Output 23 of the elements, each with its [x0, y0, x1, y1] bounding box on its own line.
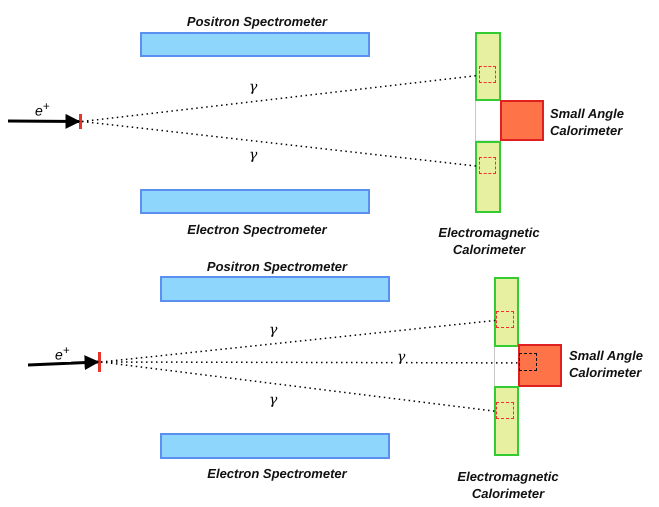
- component-label: Electromagnetic Calorimeter: [437, 224, 541, 258]
- component-label: Small Angle Calorimeter: [550, 105, 625, 139]
- target-foil: [79, 114, 82, 129]
- component-label: Electromagnetic Calorimeter: [456, 468, 560, 502]
- component-label: Positron Spectrometer: [206, 258, 349, 275]
- photon-track: [100, 361, 496, 412]
- energy-cluster: [479, 66, 496, 83]
- energy-cluster: [519, 353, 537, 371]
- beam-arrow: [28, 355, 100, 370]
- component-label: Positron Spectrometer: [186, 13, 329, 30]
- target-foil: [98, 352, 101, 372]
- edge-label: e$^{+}$: [54, 344, 71, 362]
- component-label: Electron Spectrometer: [186, 221, 328, 238]
- photon-track: [100, 320, 496, 363]
- calorimeter-module: [494, 277, 519, 347]
- energy-cluster: [479, 157, 496, 174]
- component-label: Small Angle Calorimeter: [569, 347, 644, 381]
- component-label: Electron Spectrometer: [206, 465, 348, 482]
- calorimeter-module: [475, 32, 501, 101]
- edge-label: e$^{+}$: [34, 100, 51, 118]
- energy-cluster: [496, 402, 514, 419]
- beam-arrow: [8, 114, 80, 129]
- energy-cluster: [496, 311, 514, 328]
